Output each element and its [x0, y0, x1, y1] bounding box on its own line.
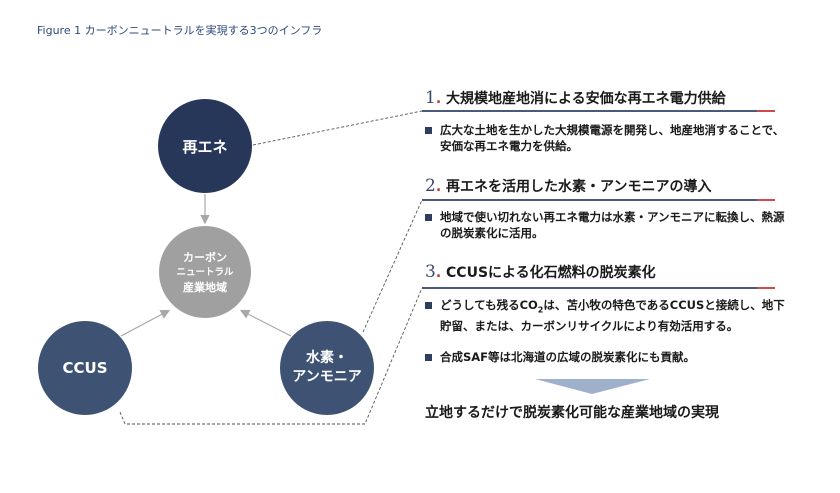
dashed-link-3 — [119, 287, 423, 425]
node-renewable: 再エネ — [158, 99, 252, 193]
section-number: 2 — [425, 176, 436, 196]
bullet-text: どうしても残るCO — [440, 298, 538, 312]
section-title: 大規模地産地消による安価な再エネ電力供給 — [446, 91, 726, 107]
section-3-rule — [422, 287, 775, 289]
node-center: カーボン ニュートラル 産業地域 — [159, 226, 251, 318]
node-hydrogen: 水素・ アンモニア — [280, 321, 374, 415]
subscript-2: 2 — [537, 305, 544, 315]
section-3-heading: 3. CCUSによる化石燃料の脱炭素化 — [425, 262, 656, 282]
section-3-bullet-1: どうしても残るCO2は、苫小牧の特色であるCCUSと接続し、地下貯留、または、カ… — [425, 297, 785, 334]
node-ccus: CCUS — [38, 321, 132, 415]
bullet-text: 地域で使い切れない再エネ電力は水素・アンモニアに転換し、熱源の脱炭素化に活用。 — [440, 210, 785, 240]
dashed-link-1 — [252, 110, 423, 146]
bullet-square-icon — [425, 302, 432, 309]
section-number: 1 — [425, 88, 436, 108]
down-arrow-shape — [535, 379, 650, 394]
arrow-ccus-to-center — [120, 309, 171, 337]
section-title: 再エネを活用した水素・アンモニアの導入 — [446, 179, 712, 195]
node-renewable-label: 再エネ — [182, 137, 228, 156]
section-1-rule — [422, 110, 775, 112]
dashed-link-2 — [362, 199, 423, 333]
node-ccus-label: CCUS — [62, 359, 108, 377]
section-1-bullet: 広大な土地を生かした大規模電源を開発し、地産地消することで、安価な再エネ電力を供… — [425, 122, 785, 154]
node-center-line3: 産業地域 — [183, 280, 227, 294]
section-3-bullet-2: 合成SAF等は北海道の広域の脱炭素化にも貢献。 — [425, 349, 785, 365]
arrow-hydrogen-to-center — [239, 309, 292, 337]
node-center-line2: ニュートラル — [176, 266, 234, 278]
section-title: CCUSによる化石燃料の脱炭素化 — [446, 265, 656, 281]
bullet-text: 合成SAF等は北海道の広域の脱炭素化にも貢献。 — [440, 350, 696, 364]
conclusion-text: 立地するだけで脱炭素化可能な産業地域の実現 — [425, 405, 719, 421]
bullet-square-icon — [425, 127, 432, 134]
bullet-text: は、苫小牧の特色であるCCUSと接続し、地下貯留、または、カーボンリサイクルによ… — [440, 298, 785, 334]
node-hydrogen-line2: アンモニア — [292, 369, 362, 385]
section-number: 3 — [425, 262, 436, 282]
bullet-square-icon — [425, 354, 432, 361]
section-2-bullet: 地域で使い切れない再エネ電力は水素・アンモニアに転換し、熱源の脱炭素化に活用。 — [425, 209, 785, 241]
figure-title: Figure 1 カーボンニュートラルを実現する3つのインフラ — [37, 24, 323, 37]
node-center-line1: カーボン — [183, 250, 227, 264]
bullet-text: 広大な土地を生かした大規模電源を開発し、地産地消することで、安価な再エネ電力を供… — [440, 123, 785, 153]
node-hydrogen-line1: 水素・ — [306, 350, 348, 366]
section-2-heading: 2. 再エネを活用した水素・アンモニアの導入 — [425, 176, 712, 196]
section-2-rule — [422, 199, 775, 201]
bullet-square-icon — [425, 214, 432, 221]
section-1-heading: 1. 大規模地産地消による安価な再エネ電力供給 — [425, 88, 726, 108]
